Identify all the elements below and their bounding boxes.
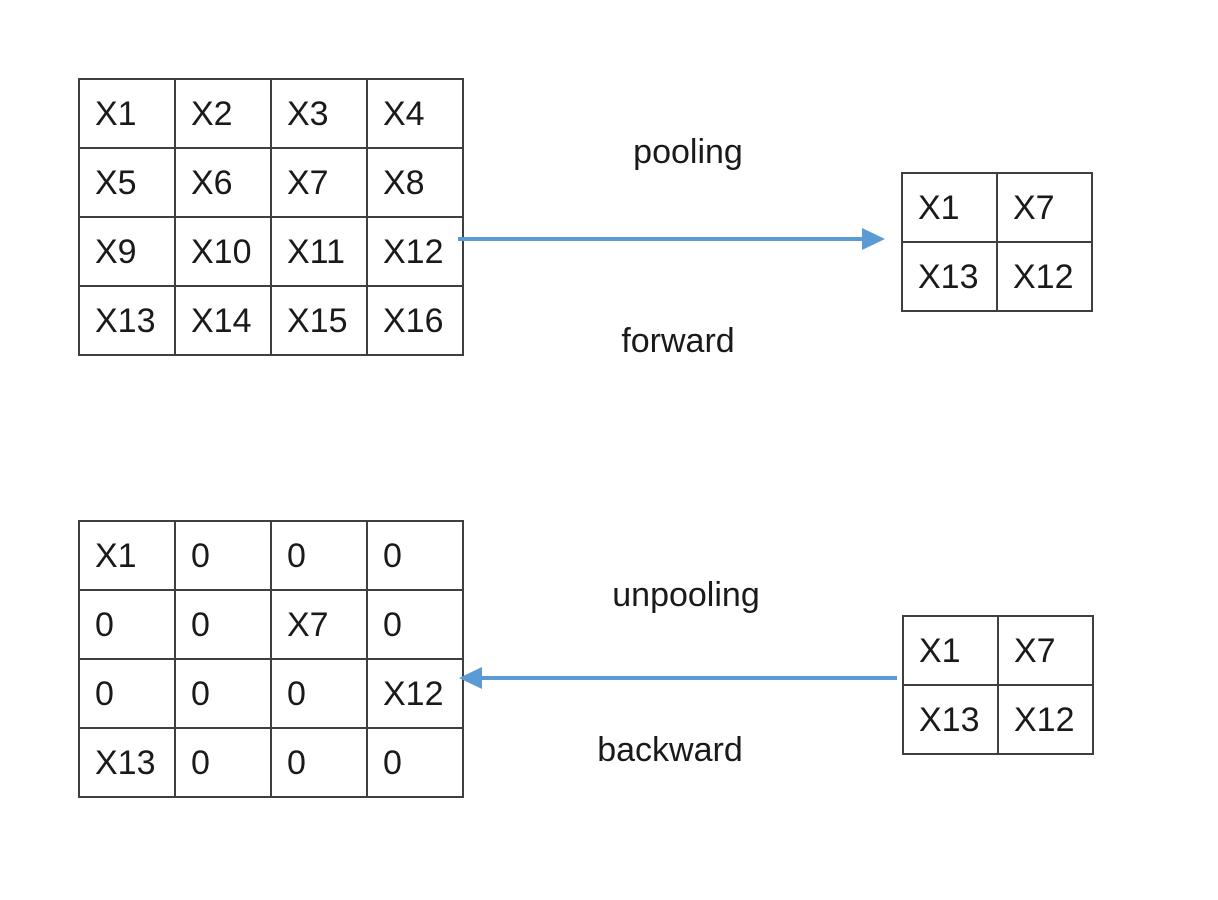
forward-label: forward: [621, 322, 735, 360]
grid-cell: X1: [901, 172, 998, 243]
forward-input-grid: X1 X2 X3 X4 X5 X6 X7 X8 X9 X10 X11 X12 X…: [78, 78, 464, 356]
table-row: X5 X6 X7 X8: [78, 147, 464, 218]
unpooling-label: unpooling: [612, 576, 760, 614]
grid-cell: X4: [366, 78, 464, 149]
grid-cell: 0: [366, 520, 464, 591]
grid-cell: 0: [78, 658, 176, 729]
table-row: X1 X7: [902, 615, 1094, 686]
grid-cell: X7: [996, 172, 1093, 243]
grid-cell: X7: [270, 147, 368, 218]
table-row: 0 0 0 X12: [78, 658, 464, 729]
grid-cell: X6: [174, 147, 272, 218]
forward-output-grid: X1 X7 X13 X12: [901, 172, 1093, 312]
table-row: X13 X12: [901, 241, 1093, 312]
grid-cell: X11: [270, 216, 368, 287]
grid-cell: X9: [78, 216, 176, 287]
arrow-left-icon: [459, 667, 482, 689]
grid-cell: 0: [270, 727, 368, 798]
grid-cell: X12: [997, 684, 1094, 755]
grid-cell: X8: [366, 147, 464, 218]
grid-cell: 0: [270, 658, 368, 729]
table-row: X9 X10 X11 X12: [78, 216, 464, 287]
backward-label: backward: [597, 731, 743, 769]
grid-cell: X1: [78, 520, 176, 591]
grid-cell: X7: [270, 589, 368, 660]
grid-cell: X5: [78, 147, 176, 218]
backward-output-grid: X1 0 0 0 0 0 X7 0 0 0 0 X12 X13 0 0 0: [78, 520, 464, 798]
grid-cell: X12: [366, 216, 464, 287]
grid-cell: 0: [78, 589, 176, 660]
grid-cell: 0: [174, 520, 272, 591]
table-row: 0 0 X7 0: [78, 589, 464, 660]
grid-cell: 0: [366, 589, 464, 660]
backward-input-grid: X1 X7 X13 X12: [902, 615, 1094, 755]
grid-cell: X7: [997, 615, 1094, 686]
grid-cell: X16: [366, 285, 464, 356]
grid-cell: X13: [901, 241, 998, 312]
arrow-right-shaft: [458, 237, 864, 241]
table-row: X1 X7: [901, 172, 1093, 243]
grid-cell: 0: [270, 520, 368, 591]
grid-cell: X15: [270, 285, 368, 356]
grid-cell: 0: [174, 589, 272, 660]
grid-cell: X2: [174, 78, 272, 149]
grid-cell: X13: [78, 727, 176, 798]
grid-cell: X13: [78, 285, 176, 356]
table-row: X1 0 0 0: [78, 520, 464, 591]
pooling-label: pooling: [633, 133, 743, 171]
table-row: X13 0 0 0: [78, 727, 464, 798]
grid-cell: X12: [996, 241, 1093, 312]
table-row: X13 X14 X15 X16: [78, 285, 464, 356]
grid-cell: X1: [78, 78, 176, 149]
grid-cell: X1: [902, 615, 999, 686]
grid-cell: X3: [270, 78, 368, 149]
grid-cell: X10: [174, 216, 272, 287]
grid-cell: 0: [174, 658, 272, 729]
grid-cell: X14: [174, 285, 272, 356]
table-row: X1 X2 X3 X4: [78, 78, 464, 149]
arrow-right-icon: [862, 228, 885, 250]
grid-cell: 0: [174, 727, 272, 798]
grid-cell: X12: [366, 658, 464, 729]
grid-cell: 0: [366, 727, 464, 798]
grid-cell: X13: [902, 684, 999, 755]
table-row: X13 X12: [902, 684, 1094, 755]
arrow-left-shaft: [480, 676, 897, 680]
